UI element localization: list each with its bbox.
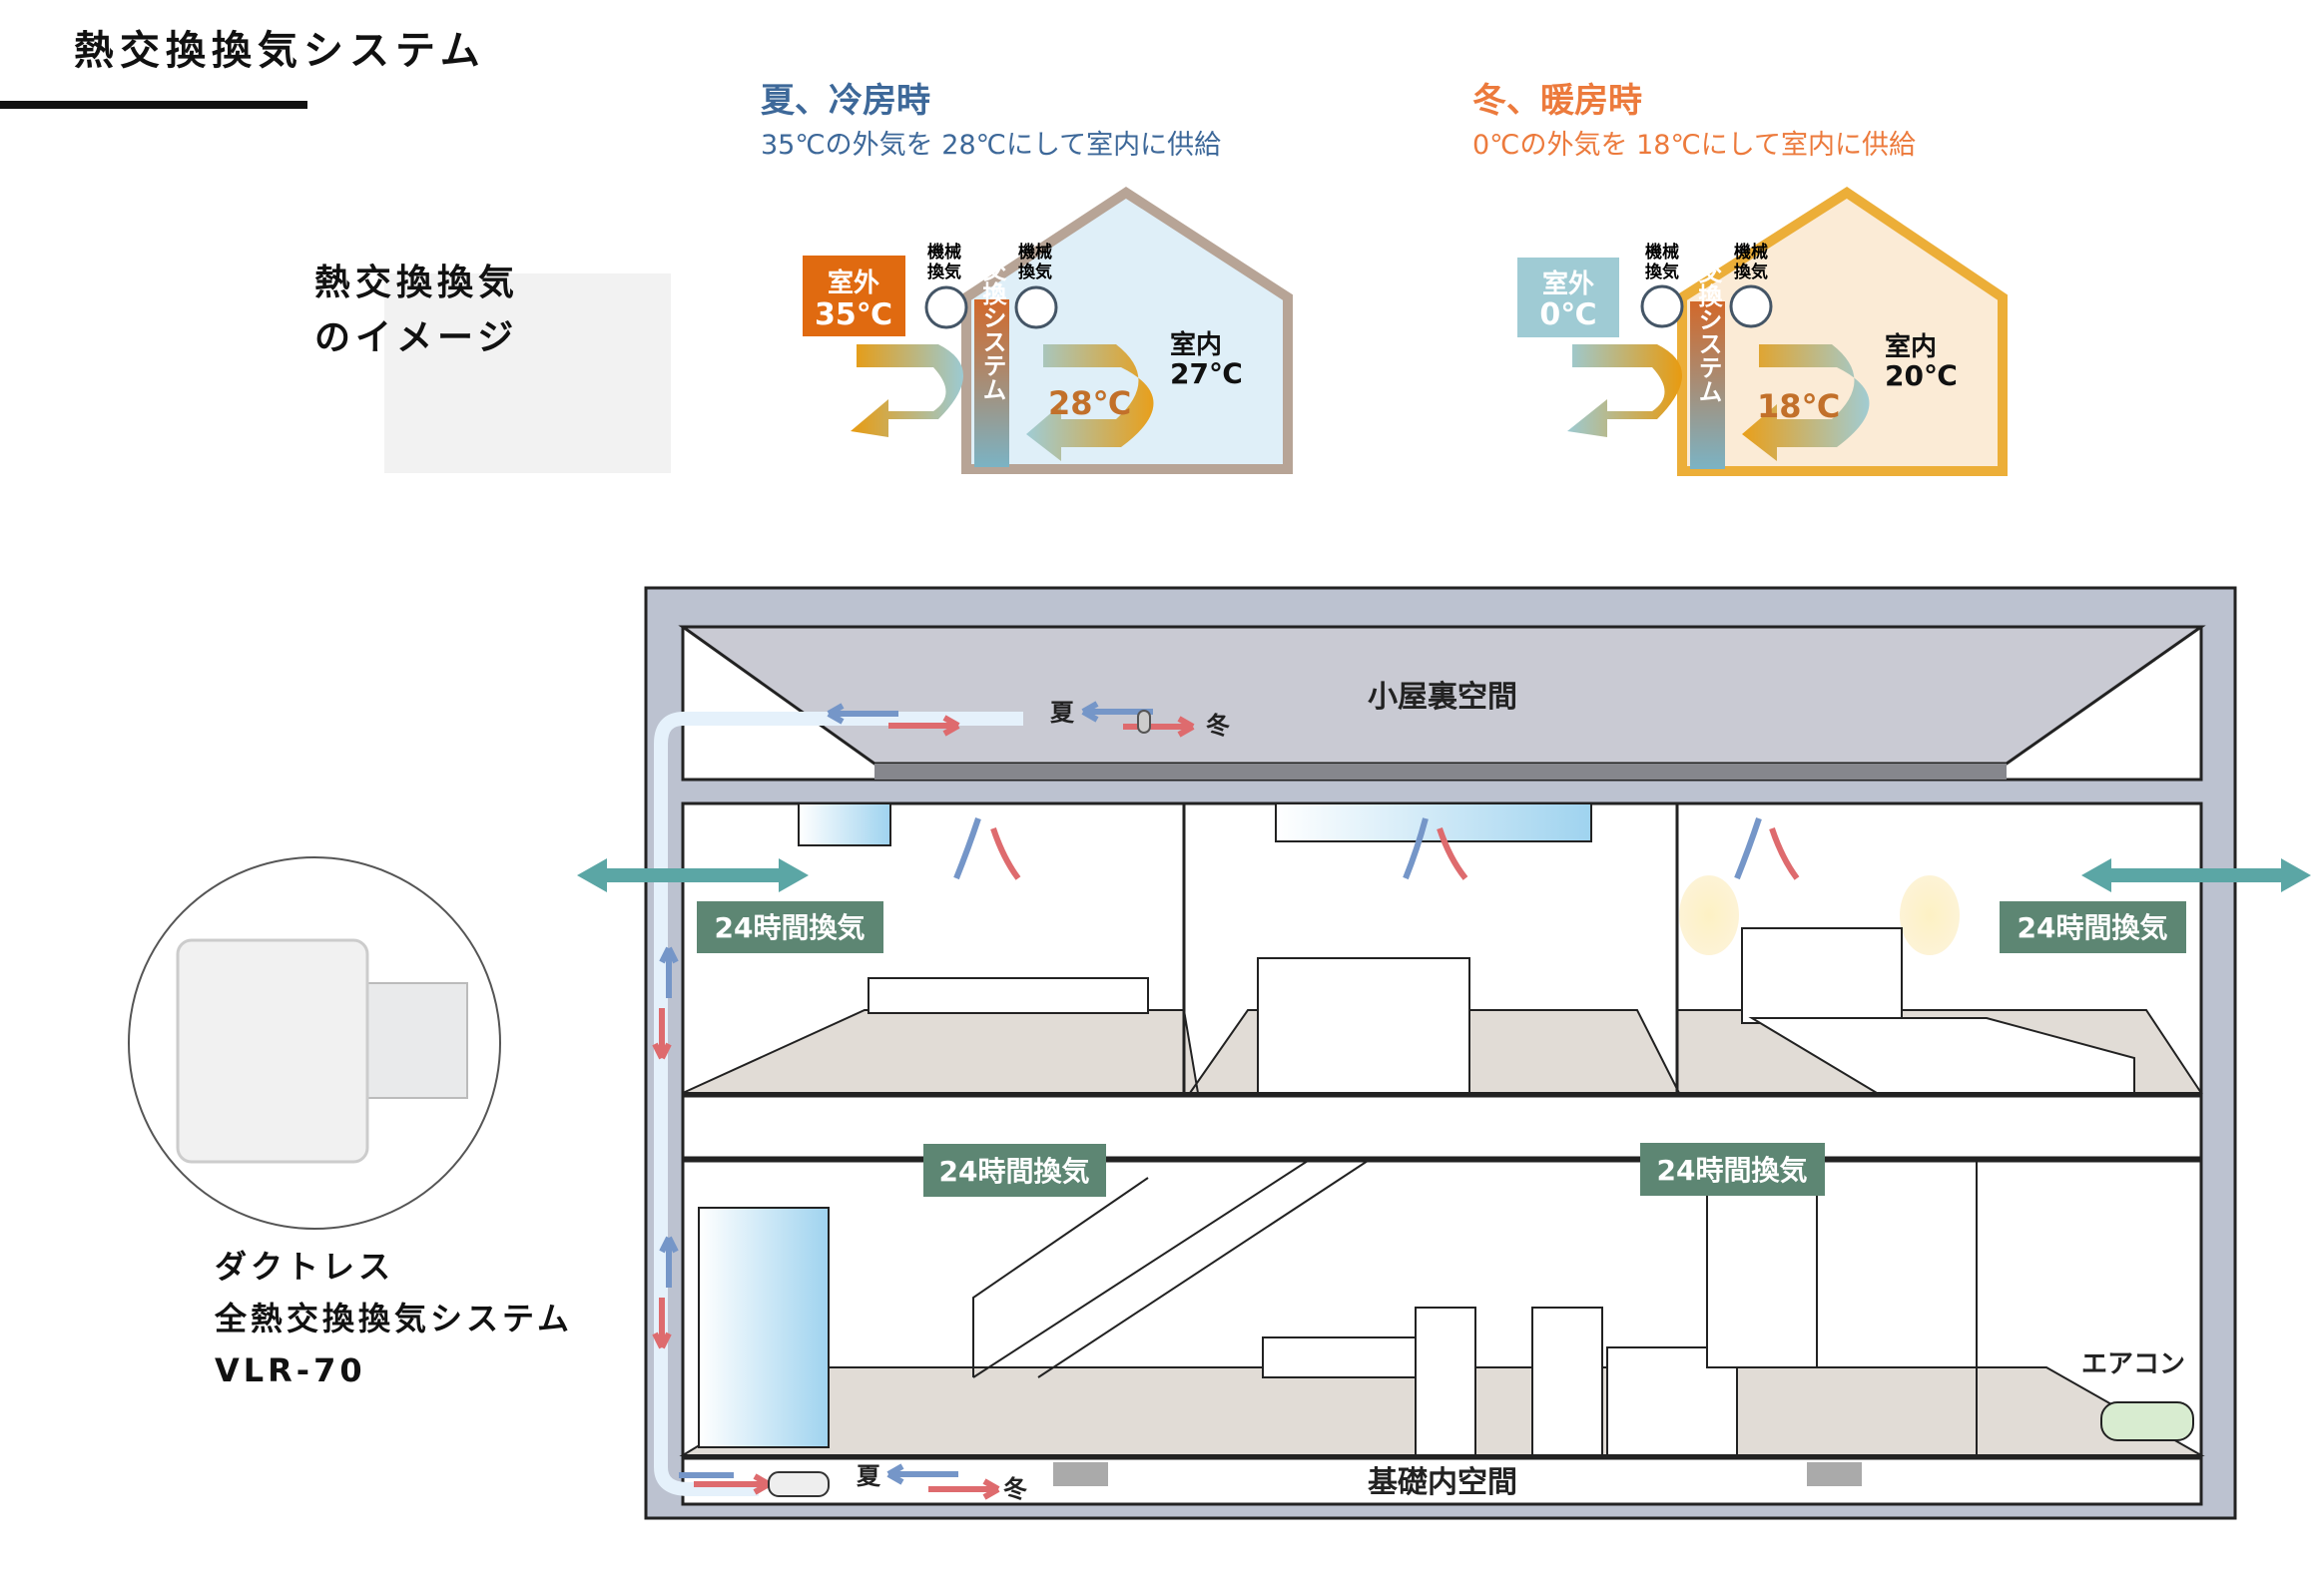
page-title: 熱交換換気システム [74,28,486,74]
winter-fan-label-1b: 換気 [1645,262,1679,282]
ventilation-badge-label: 24時間換気 [2018,911,2168,944]
summer-fan-label-1a: 機械 [927,242,961,263]
duct-end-icon [1137,710,1151,734]
summer-fan-label-1b: 換気 [927,262,961,282]
crawl-space [681,1456,2203,1506]
winter-supply-arrow [1742,344,1870,461]
image-label-line1: 熱交換換気 [314,262,519,303]
summer-outside-temp: 35℃ [815,297,892,332]
product-line-1: ダクトレス [215,1248,394,1286]
crawl-winter-mark: 冬 [1003,1475,1027,1503]
summer-inside-temp: 27℃ [1170,357,1243,390]
ventilation-badge-2: 24時間換気 [2000,901,2186,953]
summer-exhaust-arrow [851,344,963,437]
image-placeholder [384,273,671,473]
winter-fan-icon-1 [1640,284,1684,328]
crawl-summer-mark: 夏 [857,1462,881,1490]
aircon-label: エアコン [2081,1349,2185,1379]
winter-outside-temp: 0℃ [1539,297,1596,332]
summer-outside-label: 室外 [828,267,879,298]
summer-panel: 夏、冷房時 35℃の外気を 28℃にして室内に供給 室外 35℃ 機械 換気 機… [761,81,1293,474]
summer-inside-label: 室内 [1170,329,1222,360]
summer-supply-arrow [1026,344,1154,461]
winter-fan-label-2b: 換気 [1734,262,1768,282]
summer-subtitle: 35℃の外気を 28℃にして室内に供給 [761,130,1221,161]
ventilation-badge-3: 24時間換気 [923,1144,1106,1197]
winter-outside-box [1517,258,1619,337]
attic-summer-mark: 夏 [1050,699,1075,727]
floor-band [681,1094,2203,1160]
summer-outside-box [803,256,905,336]
crawl-label: 基礎内空間 [1368,1465,1517,1500]
winter-outside-label: 室外 [1542,268,1594,299]
summer-system-label: 熱交換システム [978,234,1006,401]
winter-heading: 冬、暖房時 [1472,81,1642,121]
winter-fan-icon-2 [1729,284,1773,328]
attic-winter-mark: 冬 [1206,712,1230,740]
product-image [176,938,468,1164]
winter-exhaust-arrow [1567,344,1682,437]
summer-house [961,187,1293,474]
summer-heading: 夏、冷房時 [761,81,930,121]
summer-fan-label-2a: 機械 [1018,242,1052,263]
winter-inside-label: 室内 [1885,331,1937,362]
winter-fan-label-2a: 機械 [1734,242,1768,263]
ventilation-badge-label: 24時間換気 [715,911,866,944]
winter-inside-temp: 20℃ [1885,359,1958,392]
fan-unit-icon [768,1471,830,1497]
winter-house [1677,187,2008,476]
ventilation-badge-label: 24時間換気 [1657,1154,1808,1187]
ventilation-badge-label: 24時間換気 [939,1155,1090,1188]
ventilation-badge-1: 24時間換気 [697,901,883,953]
winter-system-bar [1690,301,1725,469]
aircon-icon [2100,1401,2194,1441]
building-section [644,586,2237,1520]
attic-label: 小屋裏空間 [1368,680,1517,715]
title-underline [0,101,307,109]
ventilation-arrows [577,858,2311,892]
airflow-arrows [652,701,1800,1500]
winter-system-label: 熱交換システム [1694,236,1722,403]
ventilation-badge-4: 24時間換気 [1640,1143,1825,1196]
summer-fan-label-2b: 換気 [1018,262,1052,282]
product-line-2: 全熱交換換気システム [214,1300,573,1337]
image-label-line2: のイメージ [314,317,518,358]
product-line-3: VLR-70 [215,1351,366,1389]
winter-supply-temp: 18℃ [1757,387,1840,425]
winter-fan-label-1a: 機械 [1645,242,1679,263]
summer-supply-temp: 28℃ [1048,384,1131,422]
summer-system-bar [974,299,1009,467]
summer-fan-icon-1 [924,285,968,329]
duct [654,712,1023,1496]
winter-panel: 冬、暖房時 0℃の外気を 18℃にして室内に供給 室外 0℃ 機械 換気 機械 … [1472,81,2008,476]
winter-subtitle: 0℃の外気を 18℃にして室内に供給 [1472,130,1916,161]
summer-fan-icon-2 [1014,285,1058,329]
